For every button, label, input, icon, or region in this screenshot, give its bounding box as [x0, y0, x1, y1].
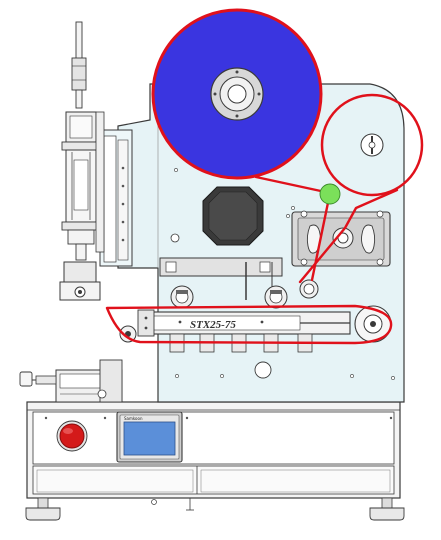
take-up-reel	[320, 93, 424, 197]
web-path-loop	[105, 304, 393, 345]
label-roll	[151, 8, 323, 180]
adjustment-stand	[19, 359, 123, 403]
model-plate: STX25-75	[190, 319, 236, 331]
motor-box	[202, 186, 264, 246]
machine-feet	[25, 497, 405, 521]
base-cabinet	[26, 401, 401, 499]
touch-screen[interactable]: Samkoon	[116, 411, 183, 463]
drive-roller	[291, 210, 391, 267]
sensor	[319, 183, 341, 205]
side-slide-frame	[99, 129, 133, 267]
web-path-unwind	[254, 175, 332, 195]
peel-plate: STX25-75	[119, 305, 392, 353]
guide-rollers	[170, 279, 319, 309]
web-path	[105, 175, 399, 345]
guide-bracket	[159, 257, 283, 300]
web-path-rewind	[298, 188, 399, 284]
hmi-screen[interactable]	[123, 421, 176, 456]
emergency-stop[interactable]	[56, 420, 88, 452]
vertical-cylinder	[59, 21, 105, 301]
hmi-brand: Samkoon	[124, 416, 143, 421]
